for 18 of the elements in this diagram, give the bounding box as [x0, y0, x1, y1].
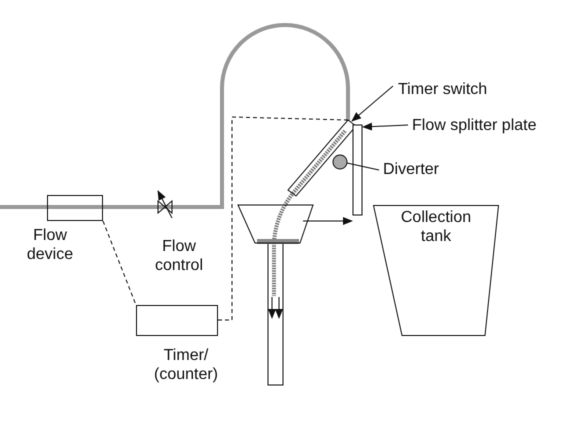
- part-label: Flow splitter plate: [412, 116, 538, 135]
- leader-line: [351, 86, 394, 122]
- diverter-ball: [332, 154, 348, 170]
- tank-label: Collection tank: [400, 208, 472, 246]
- component-label: Timer/ (counter): [152, 346, 220, 384]
- part-label: Timer switch: [398, 80, 488, 99]
- leader-line: [346, 162, 380, 170]
- signal-line: [102, 220, 136, 306]
- component-label: Flow device: [26, 226, 74, 264]
- funnel: [237, 204, 314, 244]
- chute-switch: [287, 119, 357, 197]
- signal-line: [218, 116, 348, 320]
- leader-line: [362, 122, 408, 131]
- splitter-plate: [352, 124, 362, 216]
- part-label: Flow control: [154, 237, 204, 275]
- part-label: Diverter: [383, 160, 440, 179]
- collection-tank: [373, 205, 499, 336]
- leader-line: [302, 217, 353, 225]
